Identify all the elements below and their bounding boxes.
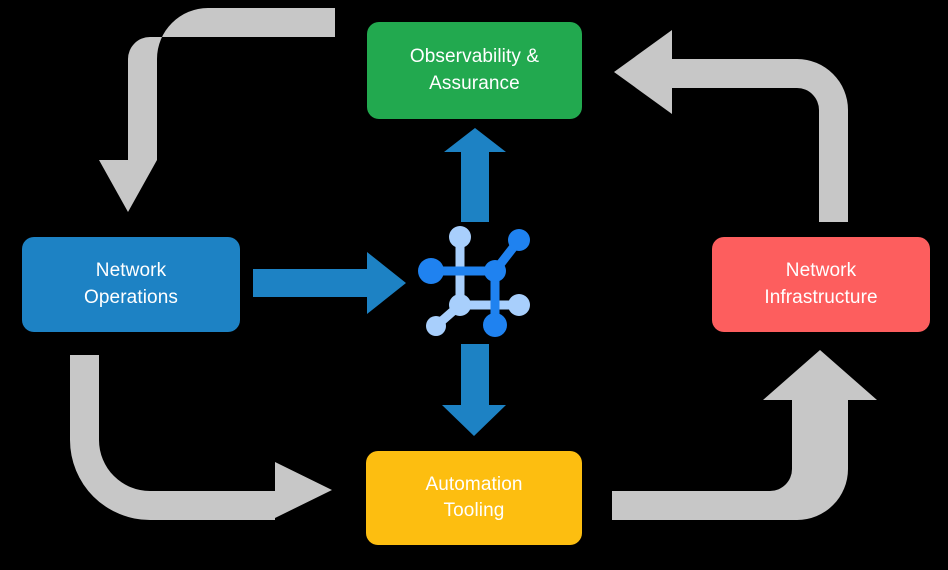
connector-automation-to-infrastructure	[612, 350, 877, 520]
connector-hub-to-automation	[442, 344, 506, 436]
node-observability-assurance[interactable]: Observability & Assurance	[367, 22, 582, 119]
connector-observability-to-ops	[99, 8, 335, 212]
connector-infrastructure-to-observability	[614, 30, 848, 222]
connector-hub-to-observability	[444, 128, 506, 222]
node-network-operations-label: Network Operations	[84, 260, 178, 308]
node-network-infrastructure[interactable]: Network Infrastructure	[712, 237, 930, 332]
node-automation-tooling[interactable]: Automation Tooling	[366, 451, 582, 545]
connector-ops-to-hub	[253, 252, 406, 314]
node-automation-tooling-label: Automation Tooling	[425, 473, 523, 521]
connector-ops-to-automation	[70, 355, 332, 520]
network-topology-icon	[418, 226, 530, 337]
node-observability-label: Observability & Assurance	[409, 46, 540, 94]
node-network-infrastructure-label: Network Infrastructure	[764, 260, 878, 308]
node-network-operations[interactable]: Network Operations	[22, 237, 240, 332]
